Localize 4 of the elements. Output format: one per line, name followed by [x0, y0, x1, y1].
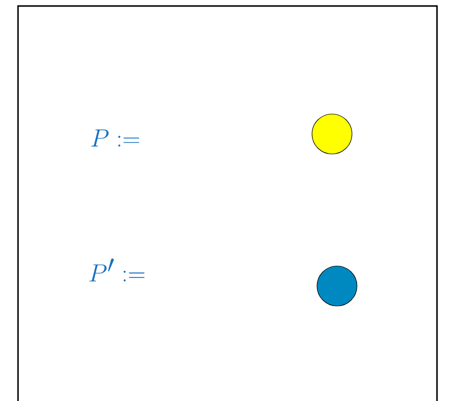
definition-label: $P :=$: [91, 130, 140, 146]
definition-label: $P' :=$: [89, 258, 144, 282]
dot: [316, 266, 358, 306]
dot: [312, 114, 352, 154]
